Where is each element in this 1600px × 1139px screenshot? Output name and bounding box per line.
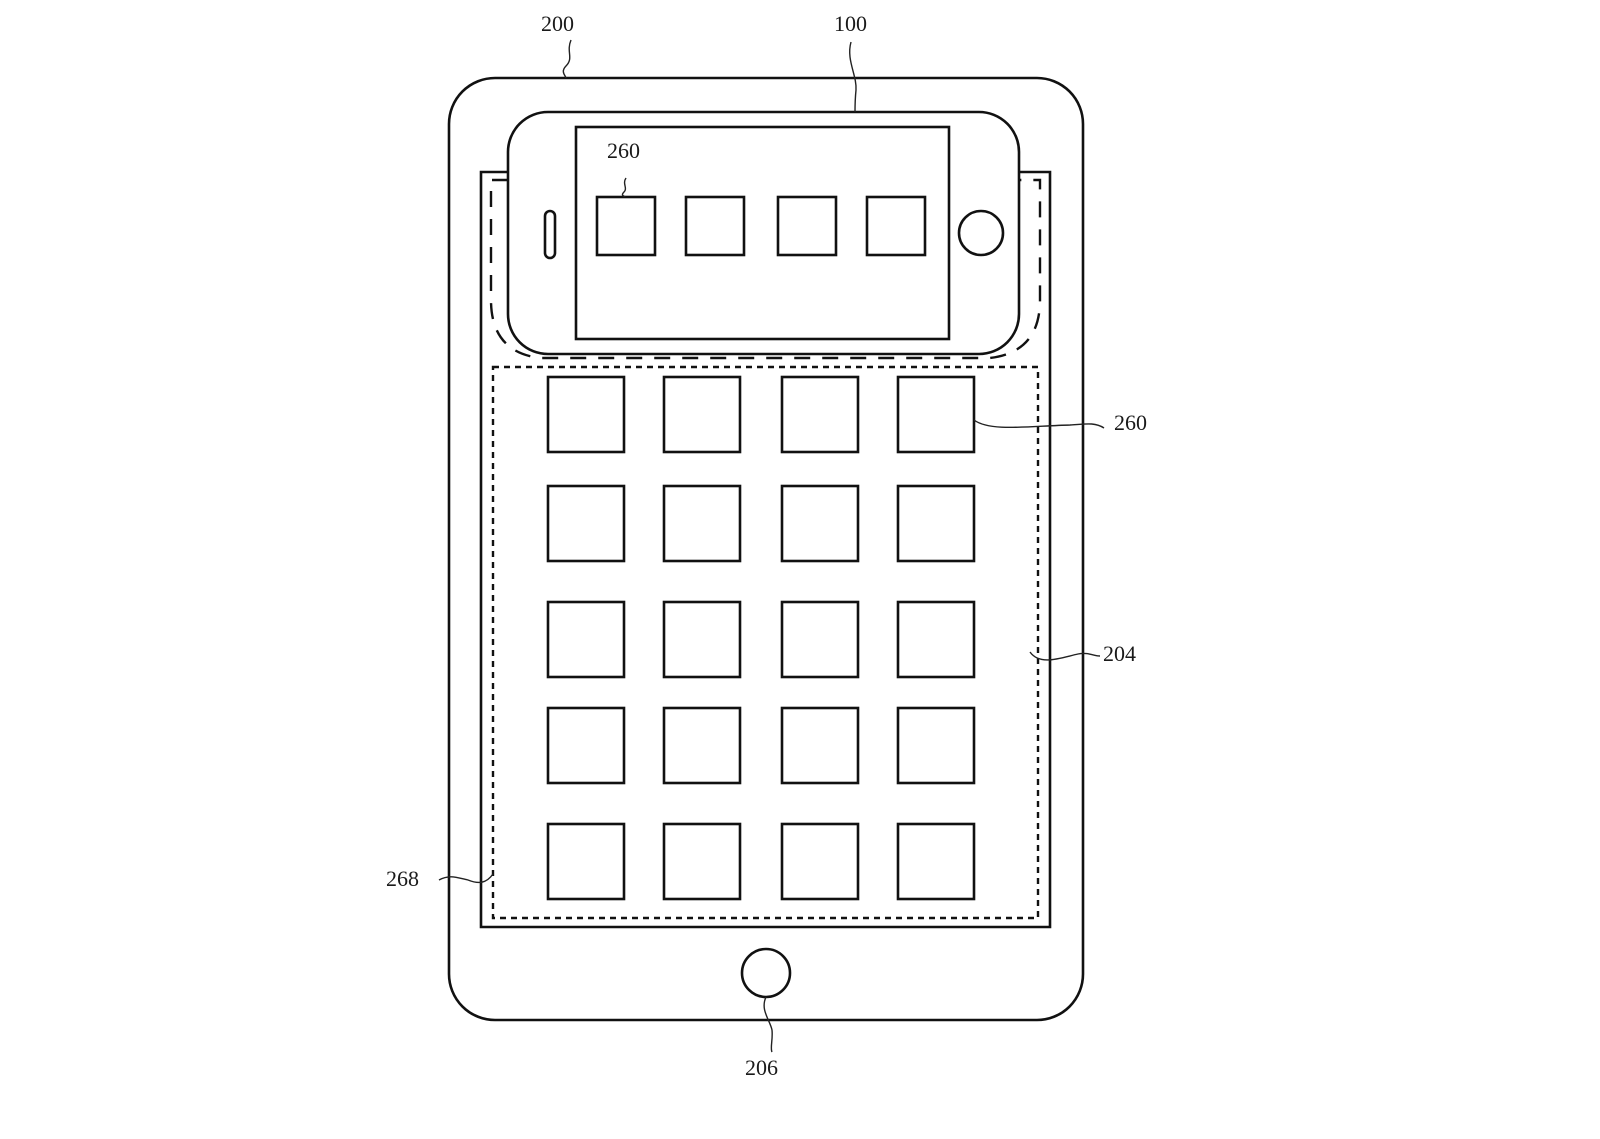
tablet-app-icon[interactable] [896,600,976,679]
tablet-body [447,76,1085,1022]
phone-app-icon[interactable] [865,195,927,257]
label-206: 206 [745,1055,778,1080]
tablet-app-icon[interactable] [546,484,626,563]
phone-body [506,110,1021,356]
tablet-app-icon[interactable] [780,822,860,901]
label-204: 204 [1103,641,1136,666]
label-200: 200 [541,11,574,36]
phone-app-icon[interactable] [595,195,657,257]
phone-speaker-icon [543,209,557,260]
phone-app-icon[interactable] [684,195,746,257]
leader-line-200 [562,39,572,79]
leader-line-204 [1029,651,1101,661]
label-268: 268 [386,866,419,891]
leader-line-260-phone [621,177,627,198]
label-100: 100 [834,11,867,36]
tablet-icon-grid [546,375,976,901]
tablet-app-icon[interactable] [896,822,976,901]
tablet-app-icon[interactable] [780,706,860,785]
pocket-inner-dashed [489,178,1042,360]
label-260-phone: 260 [607,138,640,163]
leader-line-260-tablet [973,419,1105,429]
label-260-tablet: 260 [1114,410,1147,435]
leader-line-268 [438,873,494,884]
leader-line-100 [849,41,857,113]
tablet-app-icon[interactable] [662,484,742,563]
tablet-app-icon[interactable] [662,600,742,679]
tablet-app-icon[interactable] [546,600,626,679]
tablet-app-icon[interactable] [546,706,626,785]
tablet-home-button[interactable] [740,947,792,999]
leader-line-206 [763,996,773,1053]
tablet-app-icon[interactable] [896,484,976,563]
tablet-app-icon[interactable] [780,600,860,679]
pocket-outline [479,170,1052,929]
tablet-app-icon[interactable] [662,822,742,901]
tablet-app-icon[interactable] [896,375,976,454]
phone-screen [574,125,951,341]
display-region-dotted [491,365,1040,920]
phone-home-button[interactable] [957,209,1005,257]
tablet-app-icon[interactable] [662,706,742,785]
tablet-app-icon[interactable] [780,484,860,563]
tablet-app-icon[interactable] [662,375,742,454]
phone-app-icon[interactable] [776,195,838,257]
tablet-app-icon[interactable] [896,706,976,785]
tablet-app-icon[interactable] [780,375,860,454]
tablet-app-icon[interactable] [546,822,626,901]
tablet-app-icon[interactable] [546,375,626,454]
